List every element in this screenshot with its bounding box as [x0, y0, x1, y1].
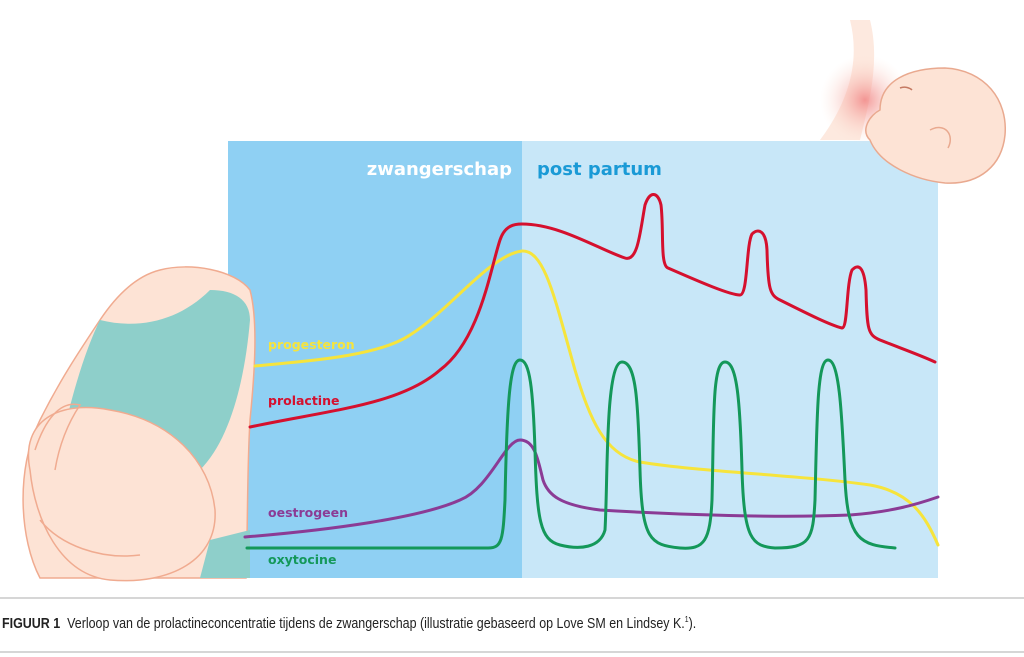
oxytocine-curve	[245, 358, 897, 550]
hormone-diagram: zwangerschap post partum progesteron pro…	[22, 20, 1006, 582]
phase-label-pregnancy: zwangerschap	[367, 159, 512, 180]
progesteron-curve	[253, 249, 940, 547]
figure-caption: FIGUUR 1 Verloop van de prolactineconcen…	[2, 615, 696, 632]
caption-end: ).	[688, 615, 697, 632]
pregnant-woman-illustration	[22, 266, 256, 582]
label-oxytocine: oxytocine	[268, 552, 336, 567]
pregnancy-panel	[228, 141, 523, 578]
prolactine-curve	[248, 193, 937, 429]
breastfeeding-baby-illustration	[820, 20, 1006, 184]
caption-reference: 1	[684, 615, 689, 624]
postpartum-panel	[522, 141, 938, 578]
label-progesteron: progesteron	[268, 337, 355, 352]
phase-label-postpartum: post partum	[537, 159, 662, 180]
caption-label: FIGUUR 1	[2, 615, 61, 632]
caption-text: Verloop van de prolactineconcentratie ti…	[67, 615, 685, 632]
label-oestrogeen: oestrogeen	[268, 505, 348, 520]
caption-bottom-rule	[0, 651, 1024, 653]
label-prolactine: prolactine	[268, 393, 339, 408]
oestrogeen-curve	[243, 438, 940, 539]
caption-top-rule	[0, 597, 1024, 599]
